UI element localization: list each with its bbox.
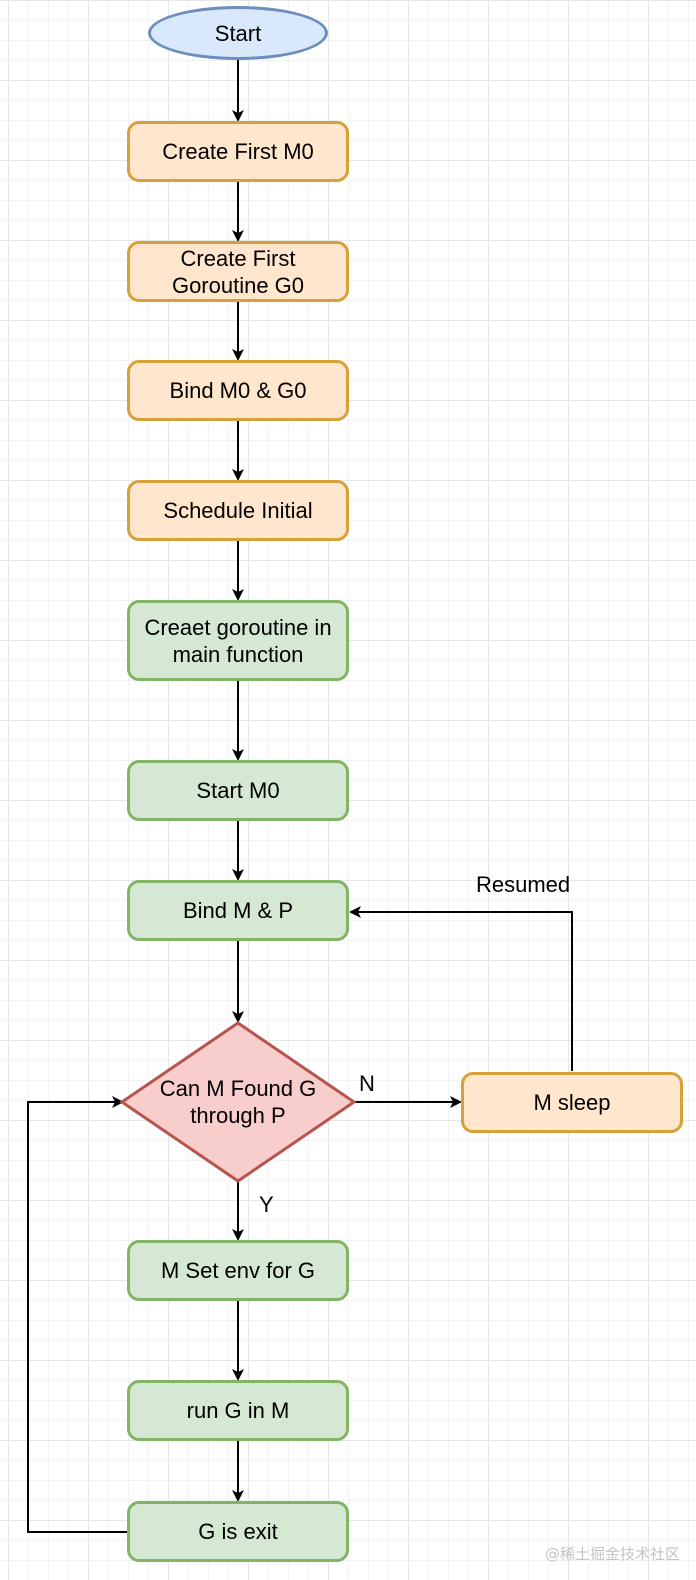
- g-is-exit-node: G is exit: [127, 1501, 349, 1562]
- create-goroutine-main-node: Creaet goroutine in main function: [127, 600, 349, 681]
- edge-label-resumed: Resumed: [476, 872, 571, 897]
- start-node: Start: [148, 6, 328, 60]
- watermark-text: @稀土掘金技术社区: [545, 1545, 681, 1563]
- edge-m-sleep-resumed-to-bind-m-p: [349, 906, 573, 1071]
- edge-g-exit-loop-to-decision: [27, 1096, 127, 1533]
- bind-m-p-node: Bind M & P: [127, 880, 349, 941]
- schedule-initial-node: Schedule Initial: [127, 480, 349, 541]
- create-first-m0-node: Create First M0: [127, 121, 349, 182]
- m-sleep-node: M sleep: [461, 1072, 683, 1133]
- bind-m0-g0-node: Bind M0 & G0: [127, 360, 349, 421]
- decision-label: Can M Found G through P: [159, 1076, 317, 1128]
- create-first-goroutine-g0-node: Create First Goroutine G0: [127, 241, 349, 302]
- run-g-in-m-node: run G in M: [127, 1380, 349, 1441]
- m-set-env-node: M Set env for G: [127, 1240, 349, 1301]
- edge-label-yes: Y: [259, 1192, 274, 1217]
- decision-diamond: [119, 1021, 357, 1183]
- edge-label-no: N: [359, 1071, 375, 1096]
- start-m0-node: Start M0: [127, 760, 349, 821]
